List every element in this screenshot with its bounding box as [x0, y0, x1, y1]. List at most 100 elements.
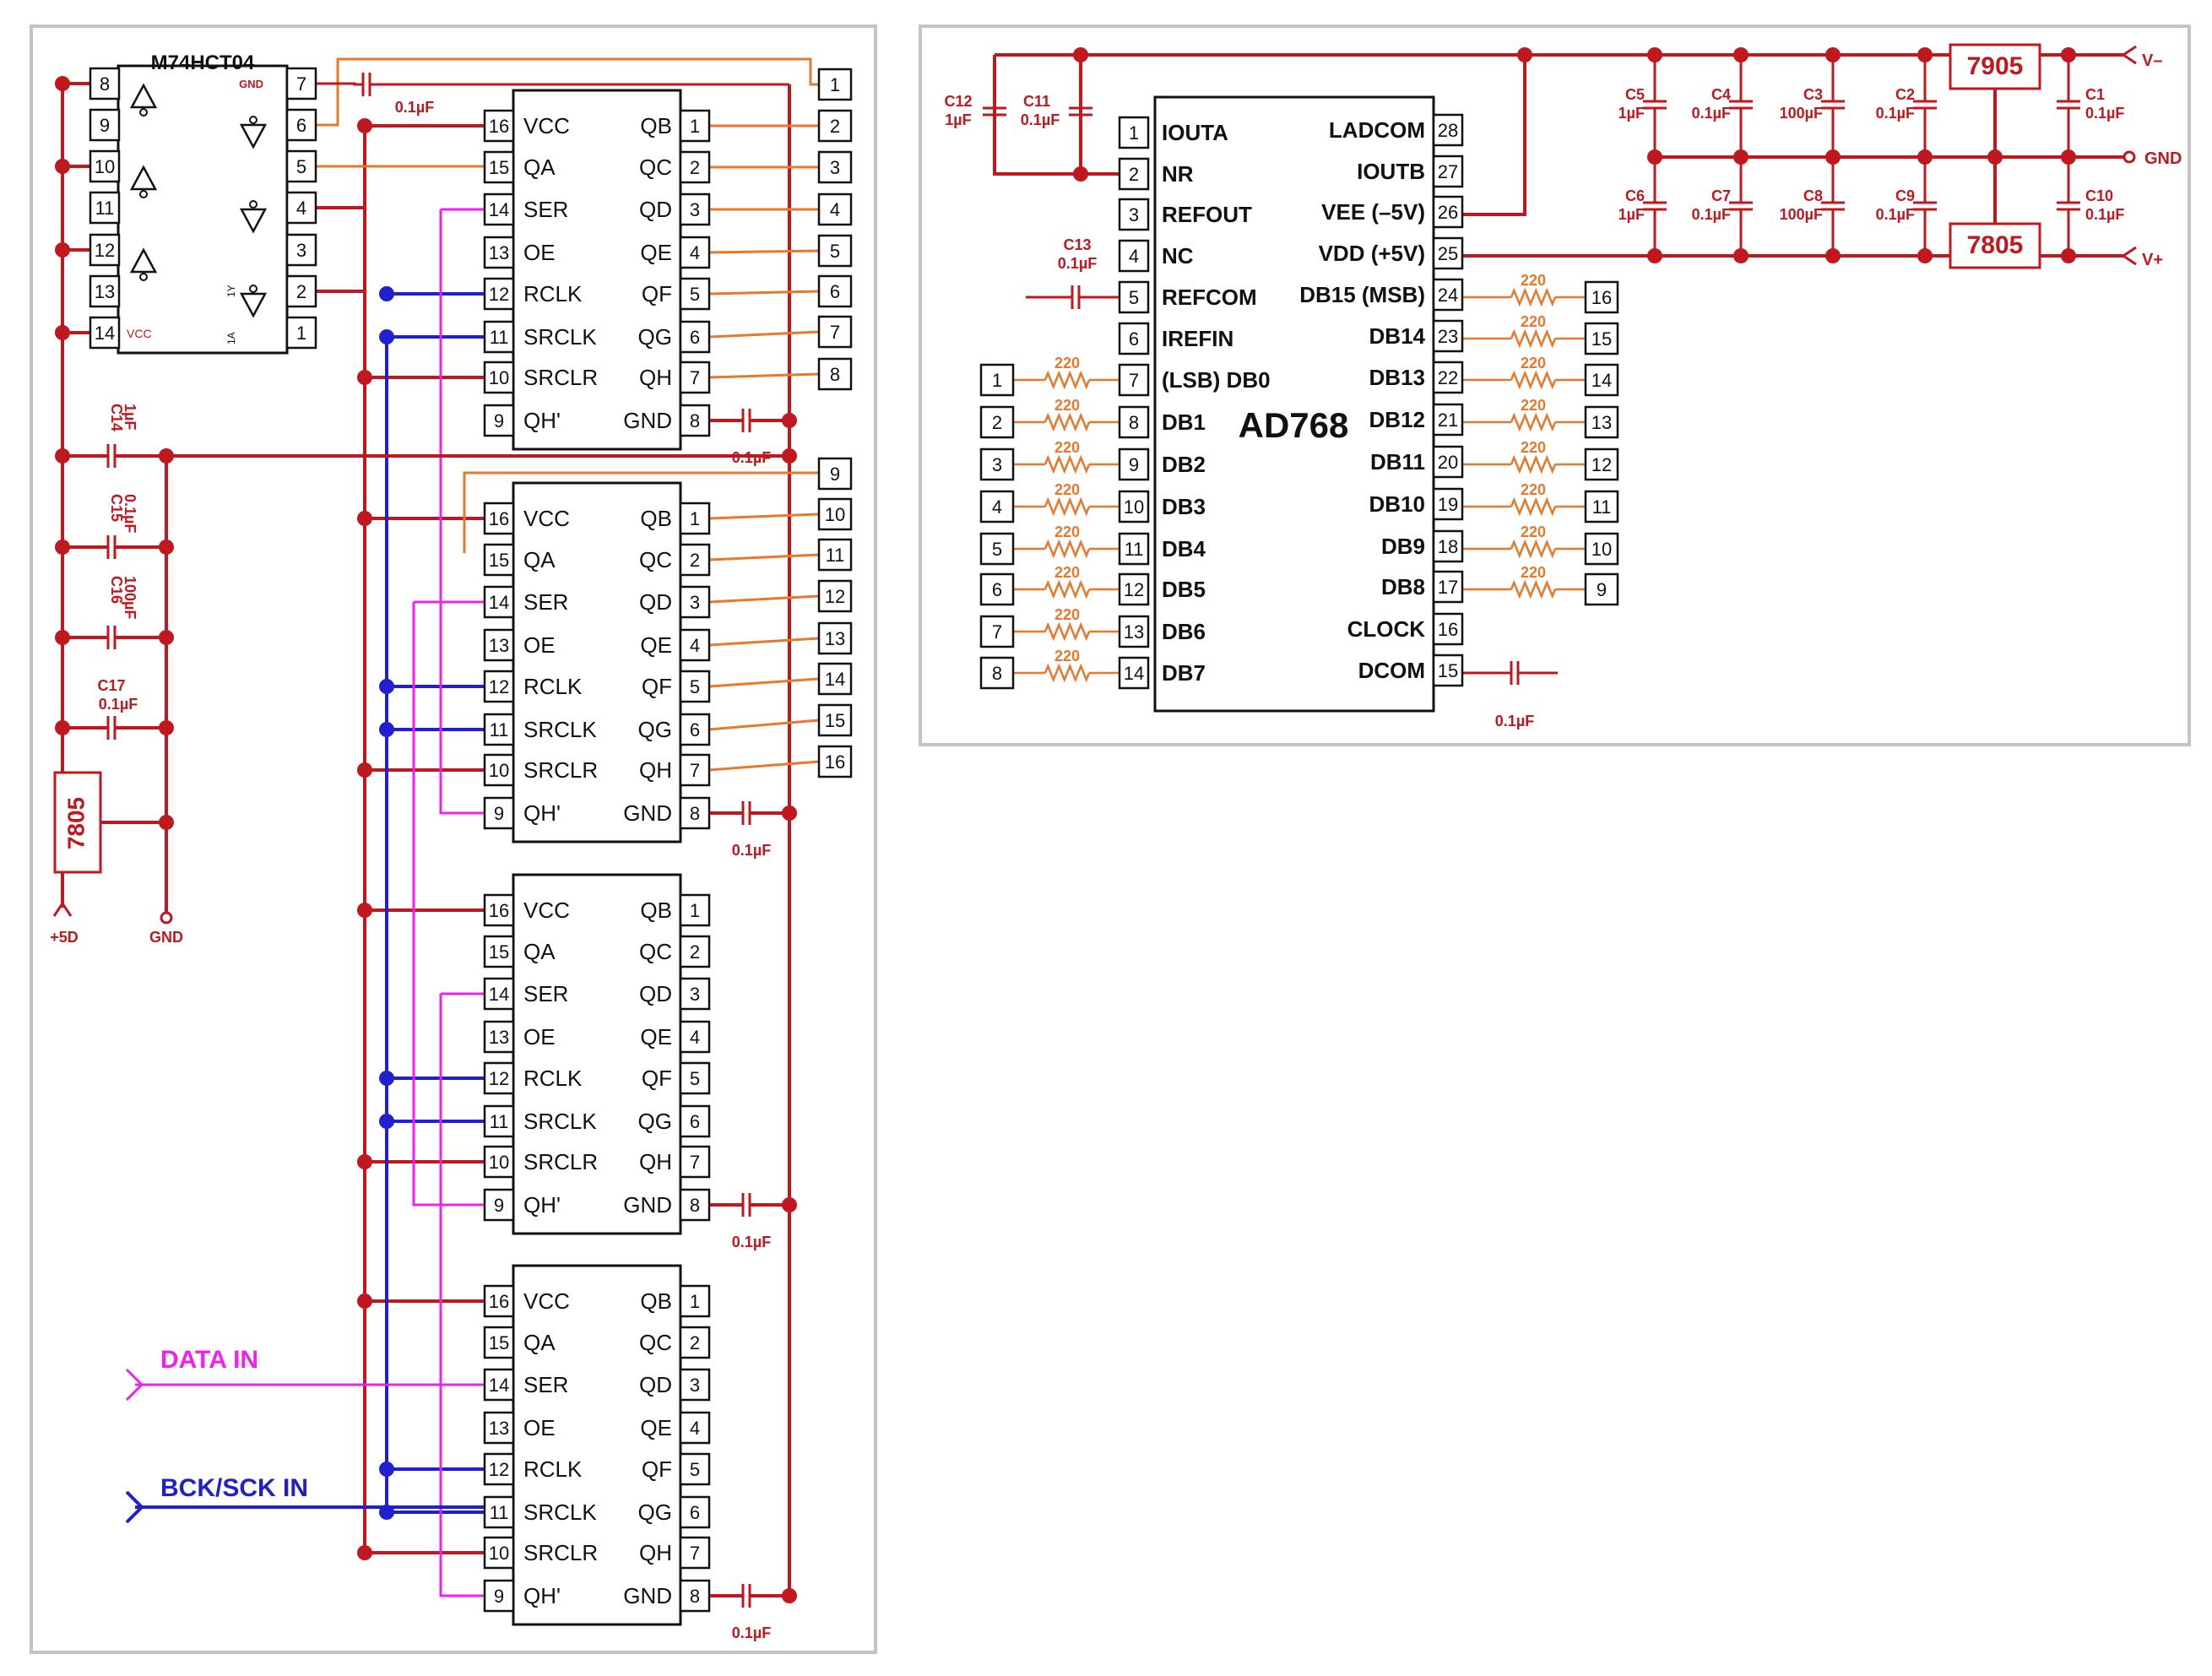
- junction-dot: [55, 448, 70, 464]
- sr3-pin-8-box: [679, 1188, 711, 1222]
- cap-top-name: C5: [1625, 86, 1645, 103]
- junction-dot: [379, 1071, 394, 1086]
- dac-pin-20: 20: [1438, 452, 1458, 473]
- sr3-pin-9: 9: [494, 1195, 504, 1216]
- resistor-value: 220: [1521, 523, 1546, 540]
- sr4-pin-2-box: [679, 1326, 711, 1359]
- sr2-pin-7: 7: [690, 760, 700, 781]
- bus-wire: [708, 553, 820, 561]
- resistor-zigzag: [1510, 539, 1557, 559]
- sr2-label-3: OE: [523, 632, 556, 658]
- dac-pin-14: 14: [1124, 663, 1144, 684]
- bus-wire: [708, 249, 820, 254]
- right-panel-frame: [919, 24, 2191, 746]
- cap-bottom-name: C10: [2085, 187, 2113, 204]
- sr3-pin-1: 1: [690, 900, 700, 921]
- dac-conn-right-12-box: [1584, 447, 1619, 481]
- dac-conn-left-2-box: [979, 405, 1015, 439]
- sr4-label-3: OE: [523, 1415, 556, 1440]
- bus-pin-16: 16: [825, 751, 845, 773]
- sr4-pin-6: 6: [690, 1502, 700, 1523]
- sr1-pin-14-box: [483, 193, 515, 226]
- sr1-pin-1: 1: [690, 116, 700, 137]
- sr4-pin-13: 13: [489, 1418, 509, 1439]
- sr2-label-1: QA: [523, 547, 556, 572]
- inverter-bubble: [139, 190, 148, 198]
- dac-label-26: VEE (–5V): [1321, 199, 1425, 225]
- resistor-zigzag: [1510, 287, 1557, 307]
- junction-dot: [357, 1545, 372, 1560]
- dac-pin-24-box: [1432, 278, 1464, 312]
- dac-pin-3-box: [1118, 198, 1150, 231]
- junction-dot: [379, 1114, 394, 1129]
- junction-dot: [2061, 149, 2076, 165]
- sr2-pin-16: 16: [489, 508, 509, 529]
- sr3-pin-9-box: [483, 1188, 515, 1222]
- sr1-rlabel-1: QC: [639, 155, 672, 180]
- dac-label-14: DB7: [1162, 660, 1206, 686]
- dac-pin-28: 28: [1438, 120, 1458, 141]
- plus-5d-label: +5D: [50, 929, 79, 946]
- dac-pin-18-box: [1432, 529, 1464, 563]
- inverter-pin-11: 11: [95, 198, 115, 219]
- dac-label-20: DB11: [1370, 449, 1425, 475]
- inverter-1a-label: 1A: [225, 332, 237, 344]
- dac-pin-16: 16: [1438, 619, 1458, 640]
- ser-chain: [439, 994, 485, 1597]
- sr2-pin-7-box: [679, 753, 711, 787]
- dac-conn-right-10: 10: [1591, 539, 1612, 560]
- dac-conn-right-13: 13: [1591, 412, 1612, 433]
- dac-label-6: IREFIN: [1162, 326, 1233, 351]
- dac-pin-8: 8: [1129, 412, 1139, 433]
- sr1-pin-11-box: [483, 320, 515, 354]
- dac-label-2: NR: [1162, 161, 1194, 187]
- inverter-pin-13-box: [89, 274, 121, 308]
- dac-pin-21-box: [1432, 403, 1464, 437]
- sr2-pin-2-box: [679, 543, 711, 577]
- inverter-pin-2: 2: [296, 281, 306, 302]
- dac-conn-right-14-box: [1584, 363, 1619, 397]
- junction-dot: [2061, 47, 2076, 62]
- dac-label-22: DB13: [1369, 365, 1425, 390]
- sr2-pin-9: 9: [494, 803, 504, 824]
- dac-label-12: DB5: [1162, 577, 1206, 602]
- bus-wire: [708, 330, 820, 339]
- sr2-rlabel-1: QC: [639, 547, 672, 572]
- resistor-zigzag: [1510, 412, 1557, 432]
- cap-bottom-name: C7: [1711, 187, 1731, 204]
- sr3-pin-2: 2: [690, 941, 700, 963]
- inverter-pin-9-box: [89, 108, 121, 142]
- inverter-bubble: [139, 108, 148, 117]
- dac-pin-12-box: [1118, 572, 1150, 606]
- dac-conn-right-9-box: [1584, 572, 1619, 606]
- bus-pin-14: 14: [825, 669, 845, 690]
- inverter-pin-5: 5: [296, 156, 306, 177]
- cap-top-name: C4: [1711, 86, 1731, 103]
- sr2-pin-15: 15: [489, 550, 509, 571]
- bus-wire: [708, 513, 820, 520]
- dac-conn-right-15-box: [1584, 322, 1619, 355]
- dac-conn-right-9: 9: [1597, 579, 1607, 600]
- sr2-pin-1-box: [679, 502, 711, 535]
- dac-pin-27-box: [1432, 155, 1464, 188]
- dac-conn-left-6: 6: [992, 579, 1002, 600]
- resistor-zigzag: [1044, 539, 1091, 559]
- inverter-gate-symbol: [239, 292, 268, 318]
- sr4-pin-4-box: [679, 1411, 711, 1445]
- dac-pin-5-box: [1118, 280, 1150, 314]
- regulator-7805-left: [53, 771, 102, 874]
- sr3-rlabel-2: QD: [639, 981, 672, 1006]
- sr1-pin-10-box: [483, 361, 515, 394]
- inverter-pin-14-box: [89, 316, 121, 350]
- vpos-label: V+: [2142, 251, 2163, 269]
- sr4-rlabel-7: GND: [623, 1583, 672, 1608]
- junction-dot: [379, 722, 394, 737]
- sr1-pin-16: 16: [489, 116, 509, 137]
- resistor-zigzag: [1510, 328, 1557, 349]
- resistor-value: 220: [1521, 397, 1546, 414]
- inverter-pin-8: 8: [100, 73, 110, 95]
- junction-dot: [1647, 248, 1662, 263]
- sr3-pin-11: 11: [490, 1111, 509, 1132]
- inverter-pin-1: 1: [296, 323, 306, 344]
